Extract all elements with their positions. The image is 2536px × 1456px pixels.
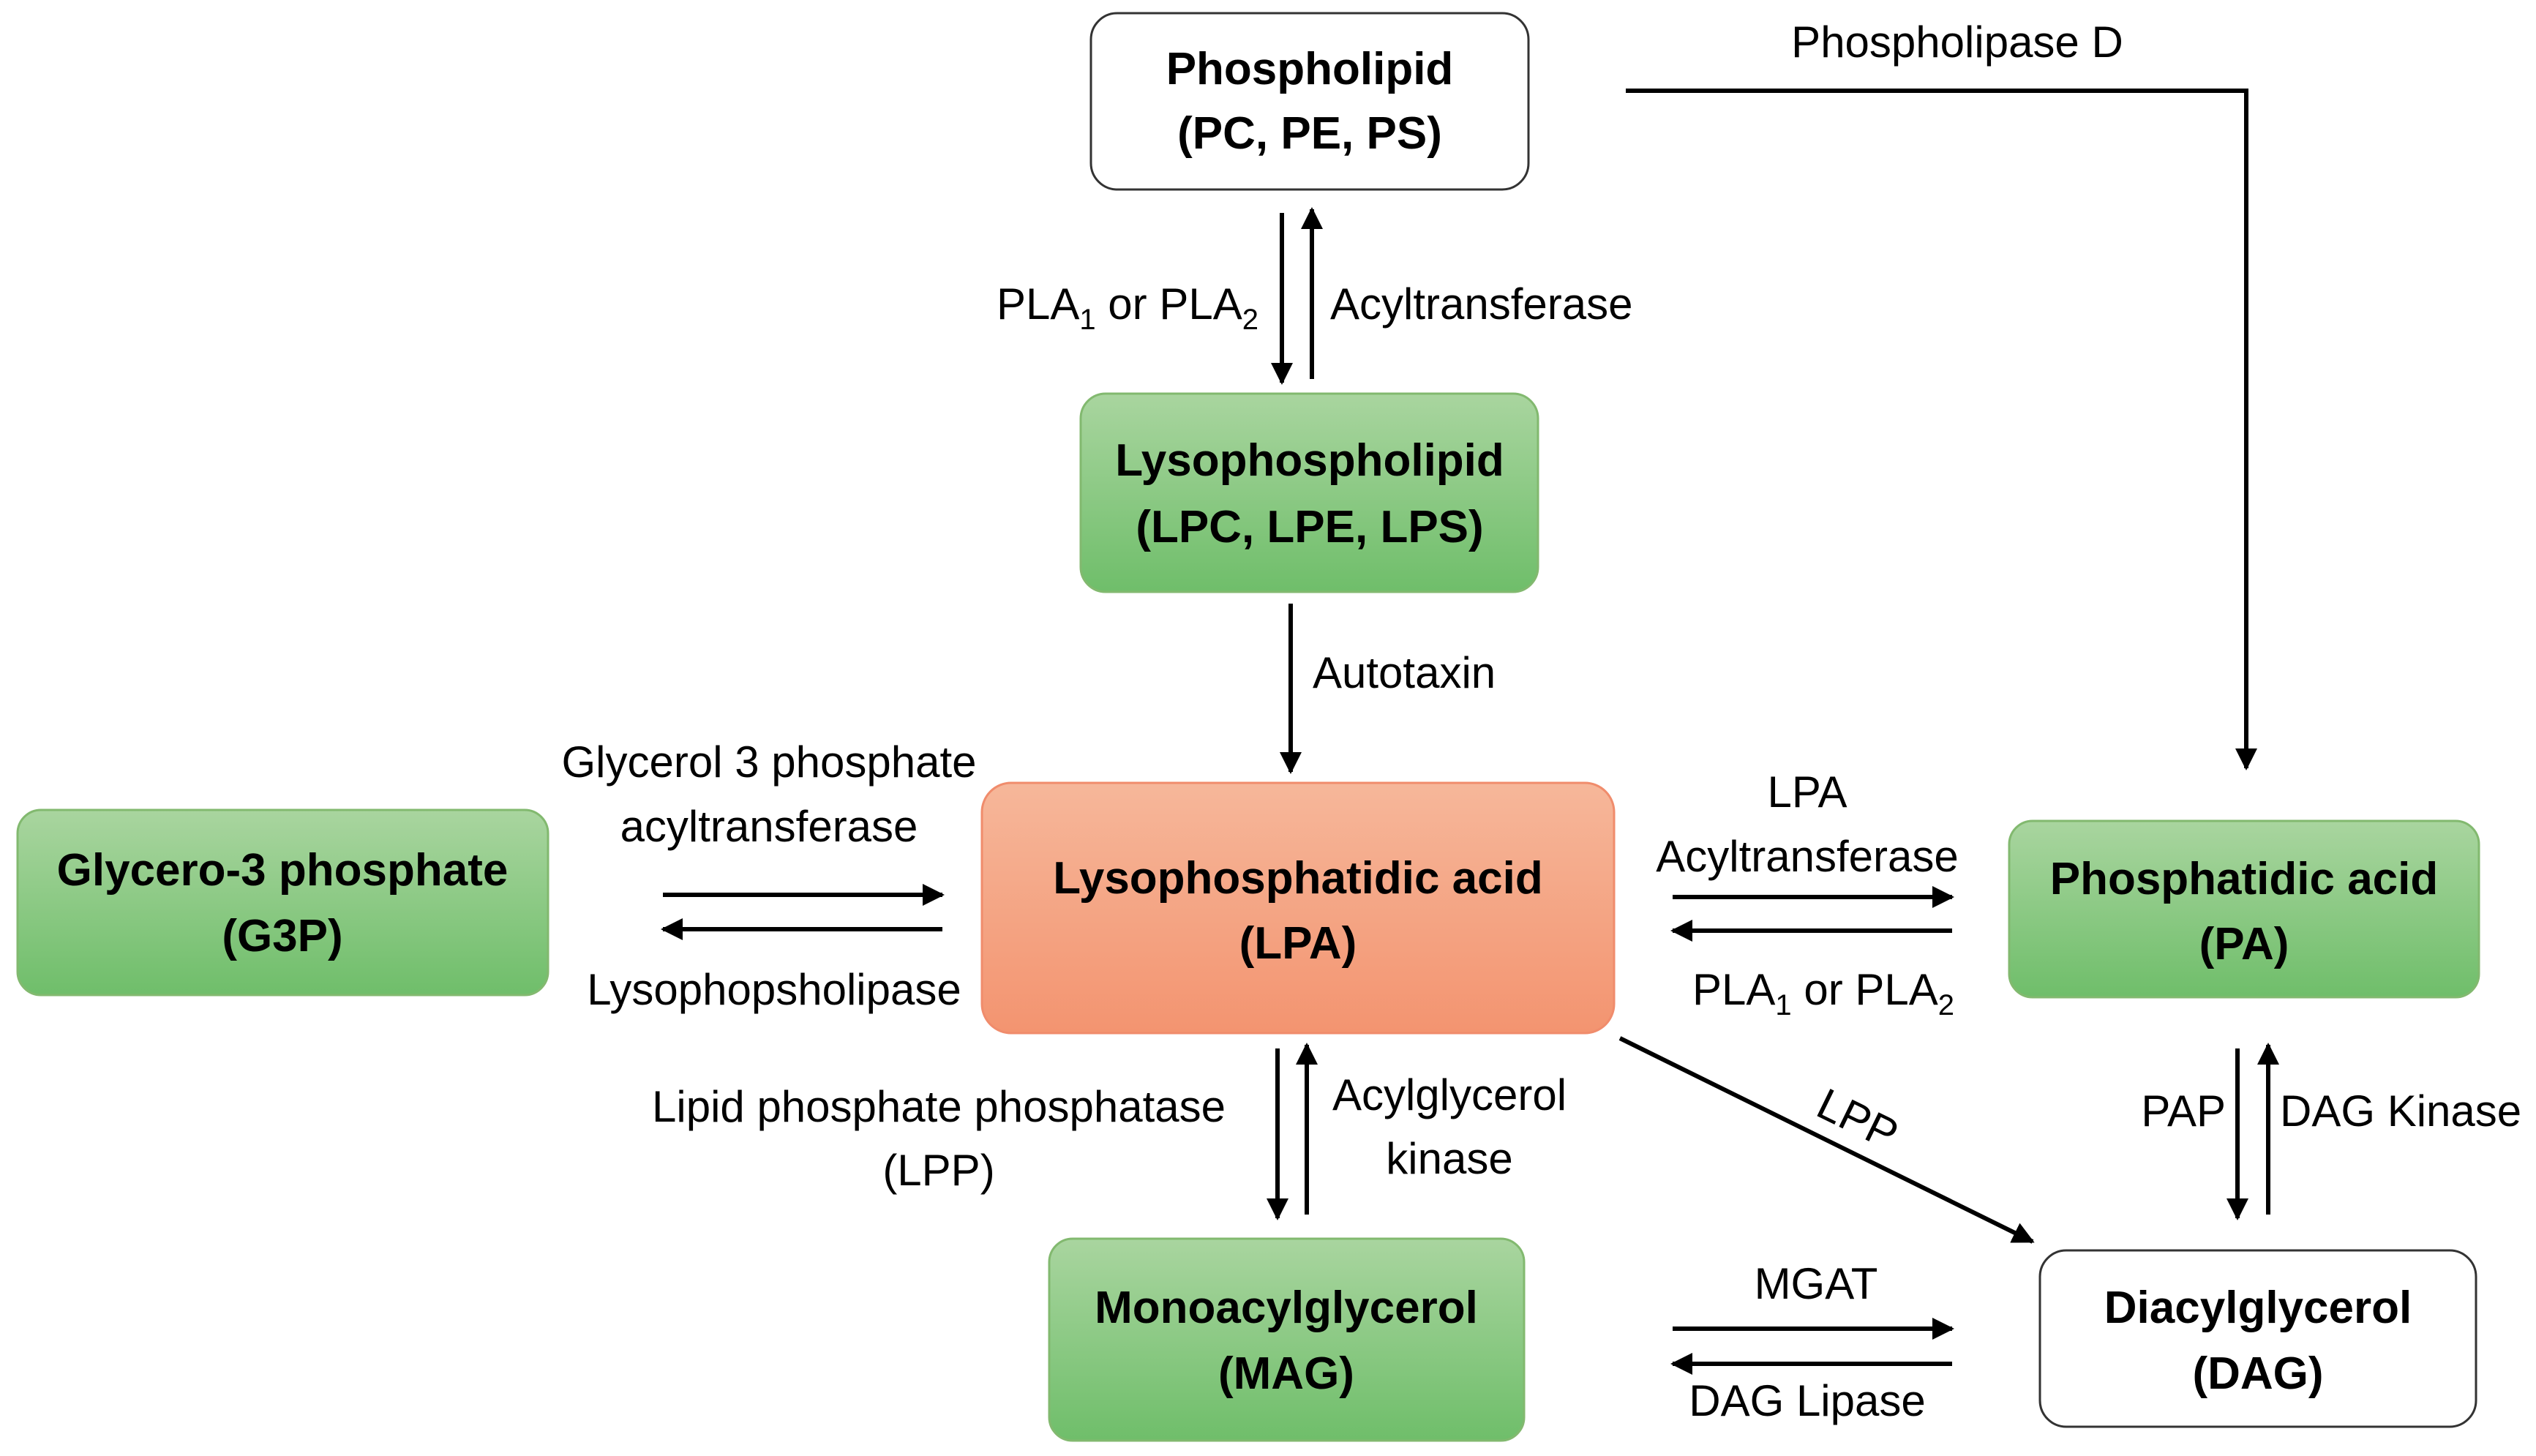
label-lpp-line1: Lipid phosphate phosphatase (652, 1082, 1226, 1131)
label-lpa-acyltransferase-line2: Acyltransferase (1656, 832, 1959, 881)
label-lpp-line2: (LPP) (882, 1146, 994, 1195)
node-lpa: Lysophosphatidic acid (LPA) (980, 781, 1616, 1035)
label-lpp-diagonal: LPP (1809, 1079, 1905, 1160)
label-pap: PAP (2141, 1087, 2226, 1136)
label-mgat: MGAT (1755, 1259, 1878, 1308)
node-lysophospholipid-title: Lysophospholipid (1115, 435, 1504, 486)
node-lpa-title: Lysophosphatidic acid (1053, 853, 1542, 904)
node-dag-title: Diacylglycerol (2104, 1283, 2412, 1333)
label-pla-down: PLA1 or PLA2 (997, 279, 1258, 336)
label-autotaxin: Autotaxin (1313, 648, 1496, 697)
label-pla-left: PLA1 or PLA2 (1692, 965, 1954, 1021)
node-dag-sub: (DAG) (2192, 1348, 2323, 1399)
label-dag-lipase: DAG Lipase (1689, 1376, 1926, 1425)
label-acylglycerol-line2: kinase (1386, 1134, 1512, 1183)
label-acylglycerol-line1: Acylglycerol (1332, 1070, 1567, 1119)
node-lysophospholipid-sub: (LPC, LPE, LPS) (1136, 502, 1483, 552)
label-lpa-acyltransferase-line1: LPA (1768, 768, 1847, 817)
label-phospholipase-d: Phospholipase D (1791, 18, 2123, 67)
node-dag: Diacylglycerol (DAG) (2038, 1249, 2477, 1428)
node-pa: Phosphatidic acid (PA) (2008, 819, 2480, 999)
node-g3p-sub: (G3P) (222, 911, 342, 961)
label-g3p-acyltransferase-line1: Glycerol 3 phosphate (561, 738, 976, 787)
arrow-phospholipase-d (1626, 89, 2257, 770)
node-mag-title: Monoacylglycerol (1095, 1283, 1478, 1333)
node-g3p-title: Glycero-3 phosphate (57, 845, 509, 896)
label-acyltransferase: Acyltransferase (1330, 279, 1633, 329)
node-lpa-sub: (LPA) (1239, 918, 1357, 969)
node-pa-sub: (PA) (2199, 919, 2289, 969)
label-g3p-acyltransferase-line2: acyltransferase (620, 802, 918, 851)
arrow-lpp-diagonal (1618, 1036, 2035, 1244)
node-phospholipid: Phospholipid (PC, PE, PS) (1089, 12, 1530, 191)
node-mag-sub: (MAG) (1218, 1348, 1354, 1399)
node-phospholipid-title: Phospholipid (1166, 44, 1454, 94)
node-g3p: Glycero-3 phosphate (G3P) (16, 808, 549, 997)
label-dag-kinase: DAG Kinase (2280, 1087, 2521, 1136)
node-pa-title: Phosphatidic acid (2050, 854, 2439, 904)
node-mag: Monoacylglycerol (MAG) (1048, 1237, 1526, 1442)
label-lysophospholipase: Lysophopsholipase (587, 965, 961, 1014)
node-phospholipid-sub: (PC, PE, PS) (1177, 108, 1442, 159)
node-lysophospholipid: Lysophospholipid (LPC, LPE, LPS) (1079, 392, 1539, 593)
